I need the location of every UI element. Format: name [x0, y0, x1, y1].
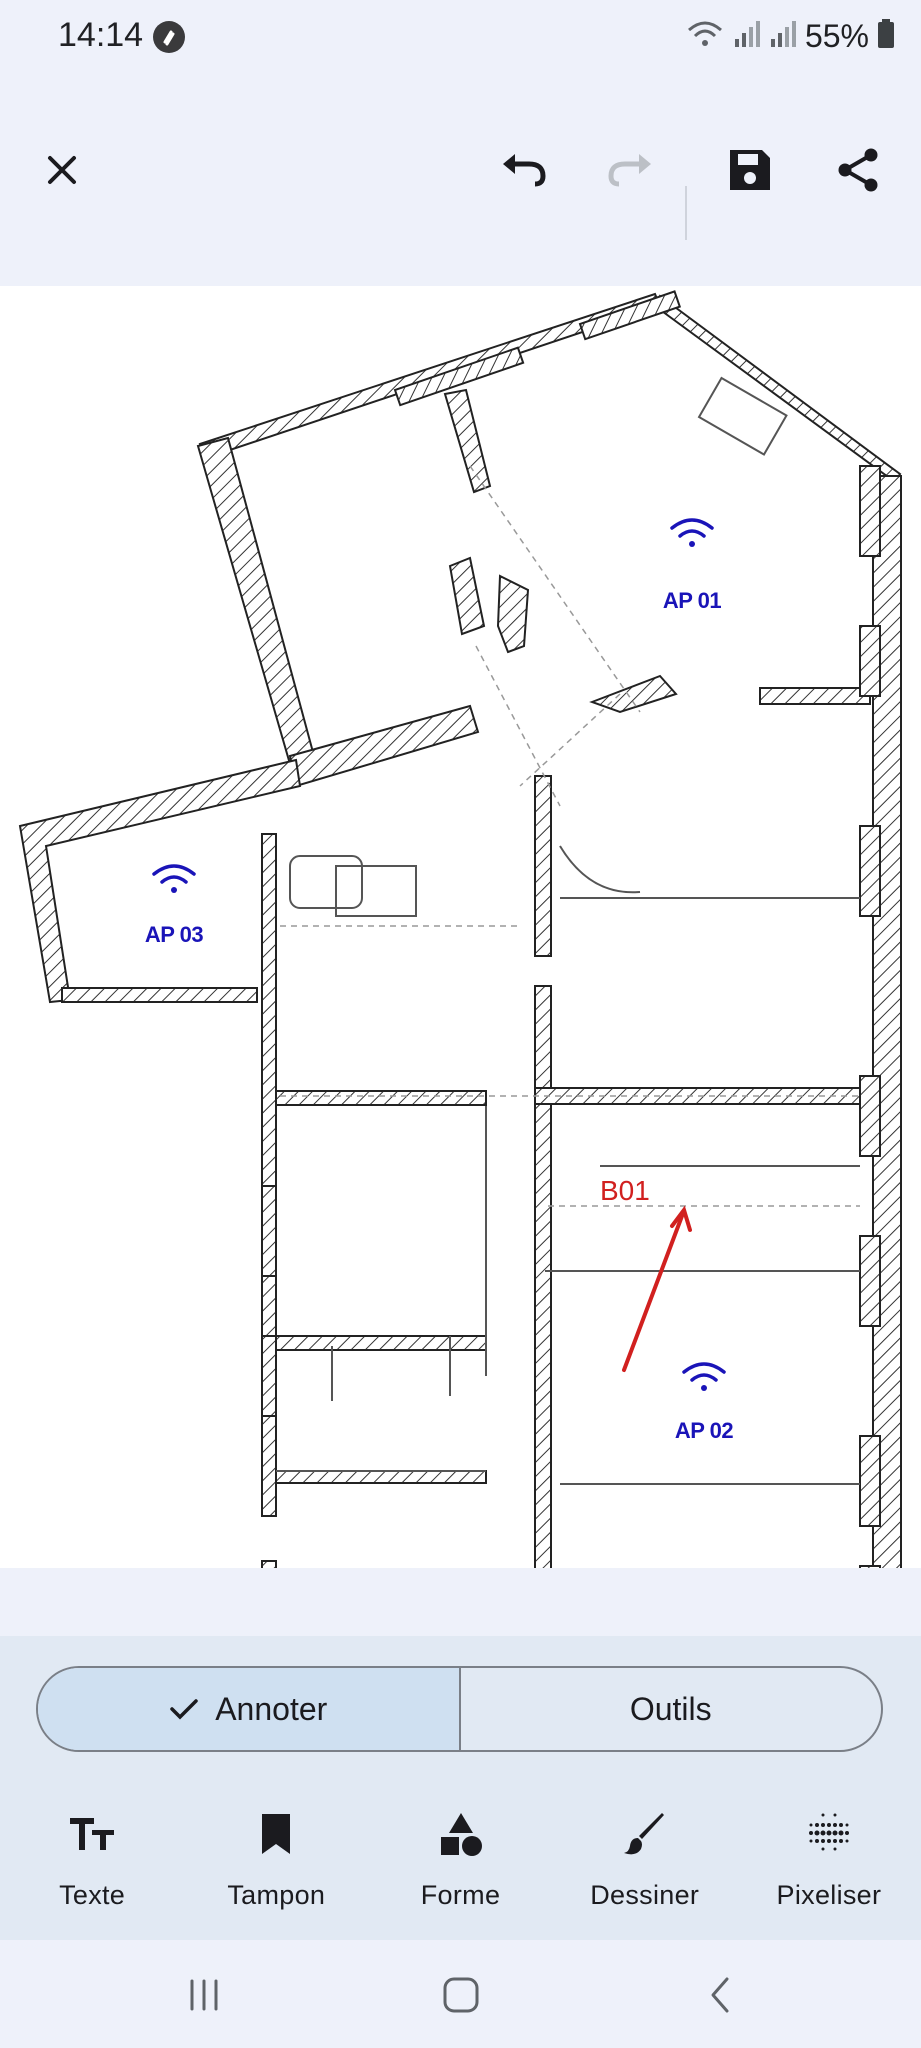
pixelate-icon	[801, 1806, 857, 1862]
draw-tool-button[interactable]: Dessiner	[553, 1806, 737, 1926]
toolbar-divider	[685, 186, 687, 240]
share-button[interactable]	[822, 134, 894, 206]
shazam-icon	[152, 20, 186, 54]
back-button[interactable]	[690, 1970, 750, 2020]
ap-02-marker[interactable]: AP 02	[675, 1362, 734, 1443]
wifi-icon	[685, 18, 725, 55]
shape-tool-button[interactable]: Forme	[368, 1806, 552, 1926]
save-icon	[730, 150, 770, 190]
back-icon	[711, 1977, 729, 2013]
status-bar: 14:14 55%	[0, 0, 921, 76]
shapes-icon	[433, 1806, 489, 1862]
signal-icon	[769, 19, 797, 54]
ap-label: AP 03	[145, 922, 204, 947]
tools-mode-button[interactable]: Outils	[461, 1668, 882, 1750]
redo-button[interactable]	[594, 134, 666, 206]
home-icon	[443, 1977, 479, 2013]
annotate-mode-button[interactable]: Annoter	[38, 1668, 461, 1750]
ap-label: AP 01	[663, 588, 722, 613]
stamp-tool-button[interactable]: Tampon	[184, 1806, 368, 1926]
wifi-icon	[670, 518, 714, 547]
wifi-icon	[682, 1362, 726, 1391]
annotation-label: B01	[600, 1175, 650, 1206]
brush-icon	[617, 1806, 673, 1862]
share-icon	[838, 148, 878, 192]
shape-tool-label: Forme	[420, 1880, 501, 1910]
text-tool-label: Texte	[59, 1880, 126, 1910]
image-canvas[interactable]: AP 01 AP 02 AP 03 B01	[0, 286, 921, 1833]
battery-percentage: 55%	[804, 17, 869, 54]
undo-button[interactable]	[488, 134, 560, 206]
pixelate-tool-button[interactable]: Pixeliser	[737, 1806, 921, 1926]
ap-01-marker[interactable]: AP 01	[663, 518, 722, 613]
stamp-tool-label: Tampon	[227, 1880, 326, 1910]
signal-icon	[733, 19, 761, 54]
annotate-mode-label: Annoter	[215, 1690, 328, 1727]
status-time: 14:14	[58, 16, 144, 54]
tools-mode-label: Outils	[629, 1690, 712, 1727]
close-icon	[48, 156, 76, 184]
system-nav-bar	[0, 1940, 921, 2048]
draw-tool-label: Dessiner	[590, 1880, 700, 1910]
bottom-panel: Annoter Outils Texte Tampon Forme	[0, 1636, 921, 1940]
recent-apps-icon	[190, 1979, 218, 2011]
home-button[interactable]	[431, 1970, 491, 2020]
editor-toolbar	[0, 76, 921, 286]
save-button[interactable]	[714, 134, 786, 206]
redo-icon	[608, 154, 651, 187]
wifi-icon	[152, 864, 196, 893]
tool-row: Texte Tampon Forme Dessiner	[0, 1806, 921, 1926]
bookmark-icon	[248, 1806, 304, 1862]
pixelate-tool-label: Pixeliser	[776, 1880, 882, 1910]
recent-apps-button[interactable]	[174, 1970, 234, 2020]
battery-icon	[877, 18, 895, 54]
b01-annotation[interactable]: B01	[600, 1175, 692, 1372]
check-icon	[170, 1699, 198, 1720]
ap-label: AP 02	[675, 1418, 734, 1443]
close-button[interactable]	[26, 134, 98, 206]
undo-icon	[503, 154, 546, 187]
text-tool-button[interactable]: Texte	[0, 1806, 184, 1926]
text-icon	[64, 1806, 120, 1862]
mode-toggle: Annoter Outils	[36, 1666, 883, 1752]
floor-plan-image[interactable]: AP 01 AP 02 AP 03 B01	[0, 286, 921, 1833]
arrow-annotation[interactable]	[622, 1205, 692, 1372]
ap-03-marker[interactable]: AP 03	[145, 864, 204, 947]
